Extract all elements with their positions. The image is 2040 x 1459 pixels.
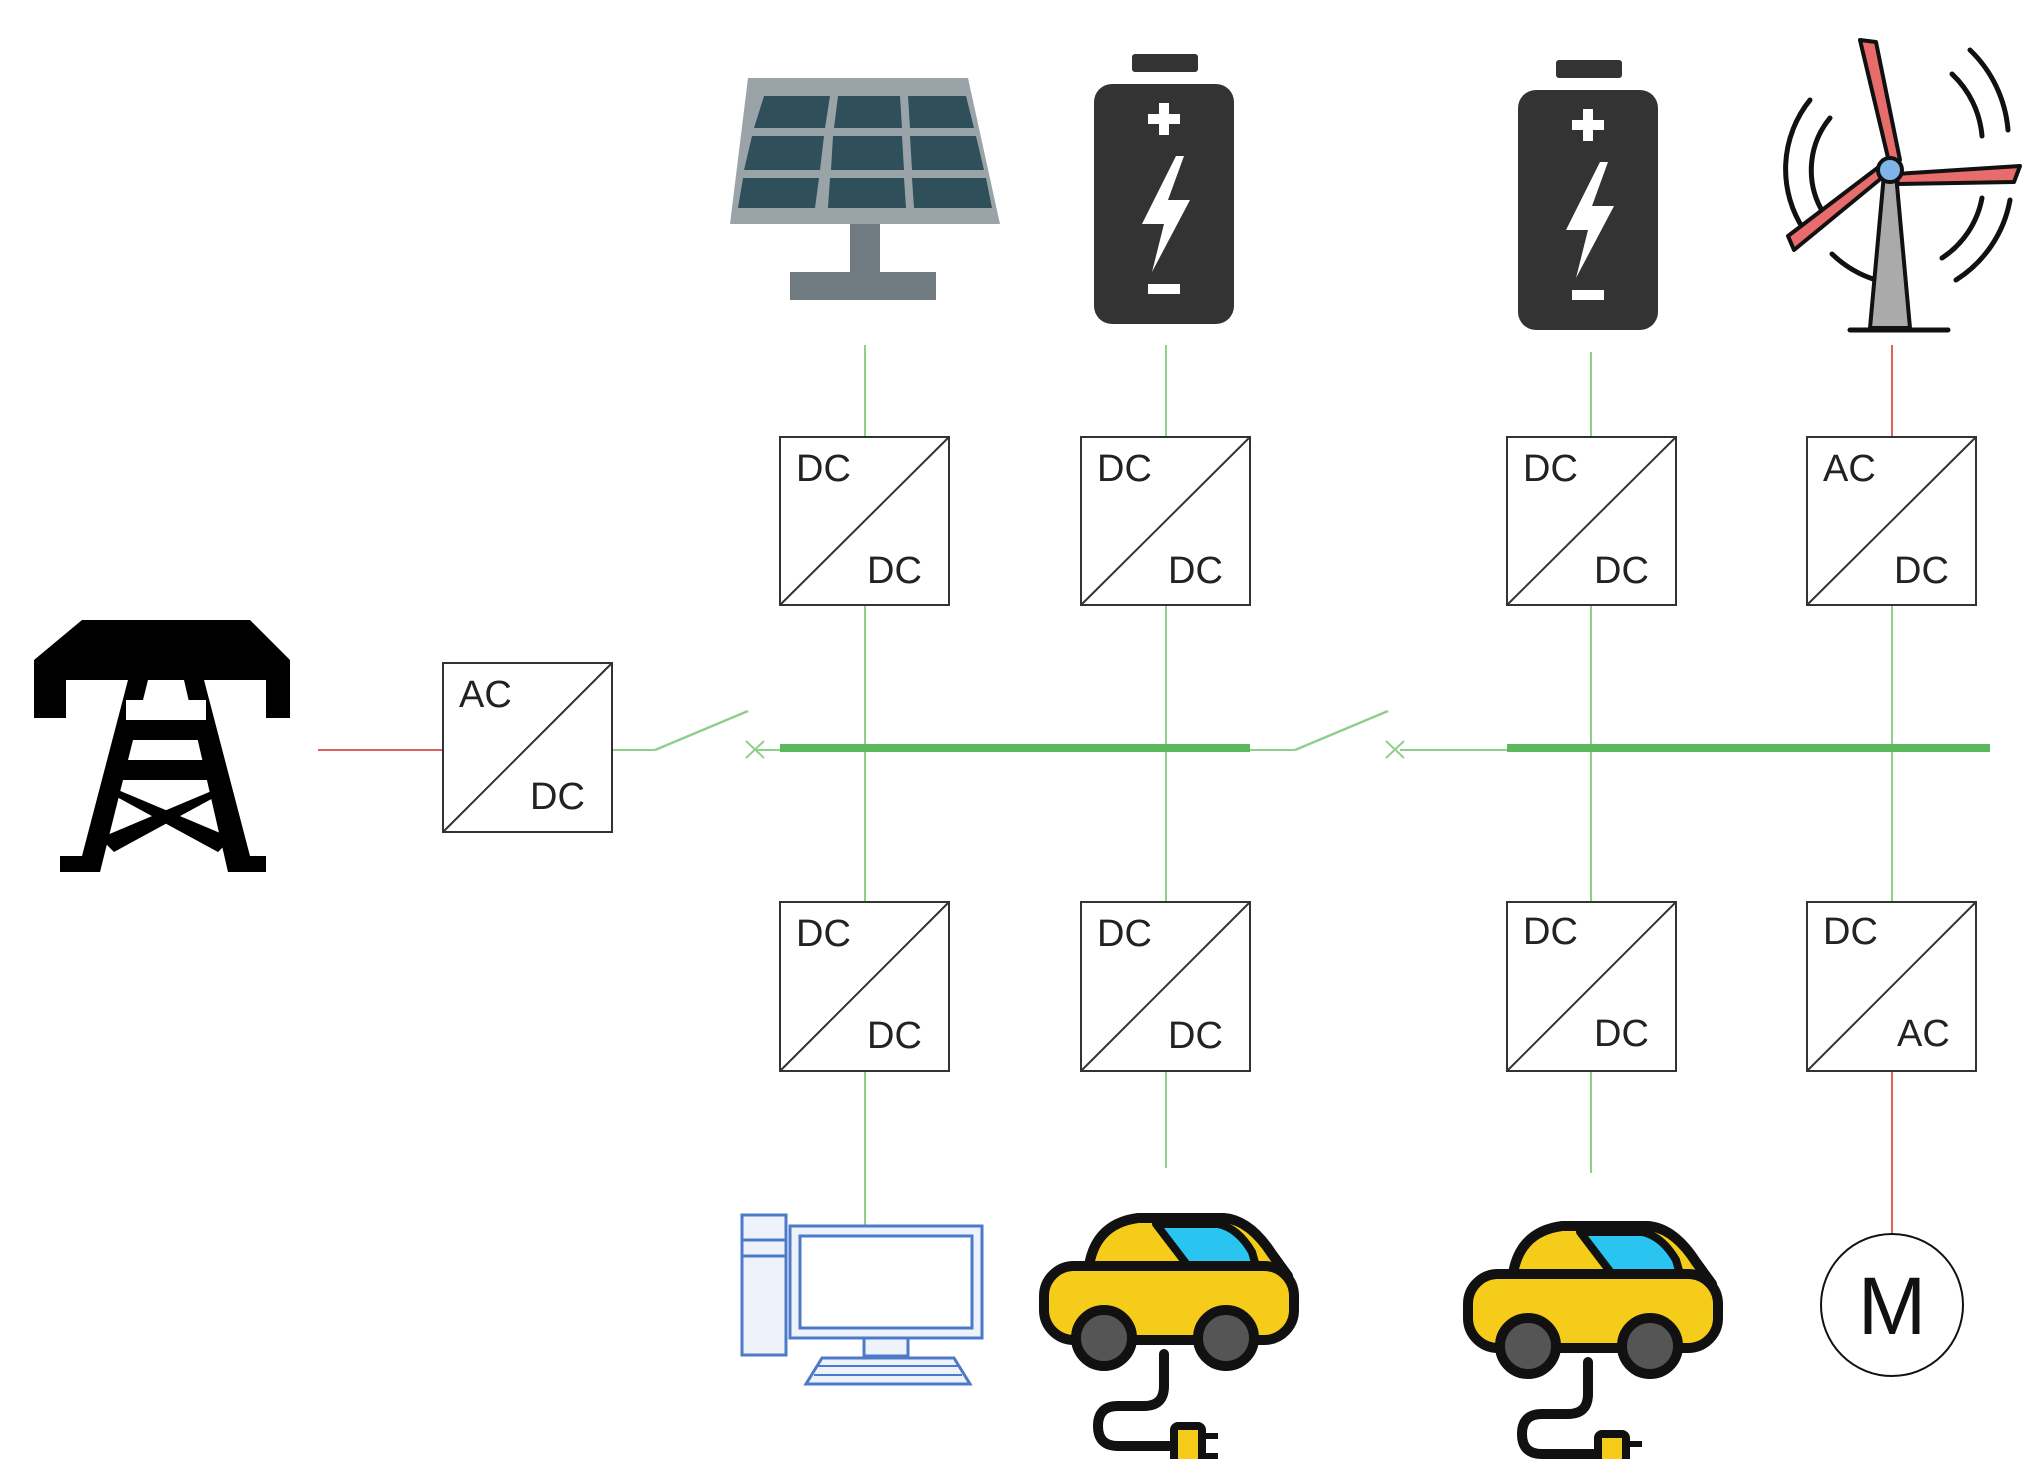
electric-car-icon — [1039, 1213, 1299, 1459]
converter-top-label: AC — [459, 674, 512, 716]
converter-bottom-label: DC — [1594, 550, 1649, 592]
motor-label: M — [1858, 1261, 1926, 1352]
switch-1 — [654, 709, 780, 759]
converter-top-label: DC — [1097, 448, 1152, 490]
converter-bottom-label: DC — [530, 776, 585, 818]
converter-bottom-label: DC — [867, 1015, 922, 1057]
converter-bottom-label: DC — [1894, 550, 1949, 592]
converter-solar: DC DC — [779, 436, 950, 606]
wires — [318, 345, 1990, 1235]
electric-car-icon — [1463, 1221, 1723, 1459]
converter-bottom-label: DC — [1168, 550, 1223, 592]
switch-2-blade — [1294, 709, 1389, 752]
converter-motor: DC AC — [1806, 901, 1977, 1072]
converter-bottom-label: AC — [1897, 1013, 1950, 1055]
switch-2 — [1294, 709, 1405, 759]
converter-top-label: DC — [1823, 911, 1878, 953]
wind-turbine-icon — [1783, 38, 2022, 333]
converter-battery2: DC DC — [1506, 436, 1677, 606]
converter-ev1: DC DC — [1080, 901, 1251, 1072]
converter-top-label: AC — [1823, 448, 1876, 490]
battery-icon — [1518, 60, 1658, 330]
converter-top-label: DC — [1523, 911, 1578, 953]
converter-grid: AC DC — [442, 662, 613, 833]
solar-panel-icon — [730, 78, 1000, 300]
motor-icon: M — [1820, 1233, 1964, 1377]
desktop-computer-icon — [740, 1213, 984, 1386]
converter-wind: AC DC — [1806, 436, 1977, 606]
converter-bottom-label: DC — [867, 550, 922, 592]
converter-top-label: DC — [1097, 913, 1152, 955]
converter-computer: DC DC — [779, 901, 950, 1072]
converter-top-label: DC — [796, 448, 851, 490]
converter-ev2: DC DC — [1506, 901, 1677, 1072]
power-tower-icon — [34, 620, 290, 872]
converter-bottom-label: DC — [1594, 1013, 1649, 1055]
battery-icon — [1094, 54, 1234, 324]
converter-battery1: DC DC — [1080, 436, 1251, 606]
converter-top-label: DC — [796, 913, 851, 955]
converter-bottom-label: DC — [1168, 1015, 1223, 1057]
converter-top-label: DC — [1523, 448, 1578, 490]
switch-1-blade — [654, 709, 749, 752]
